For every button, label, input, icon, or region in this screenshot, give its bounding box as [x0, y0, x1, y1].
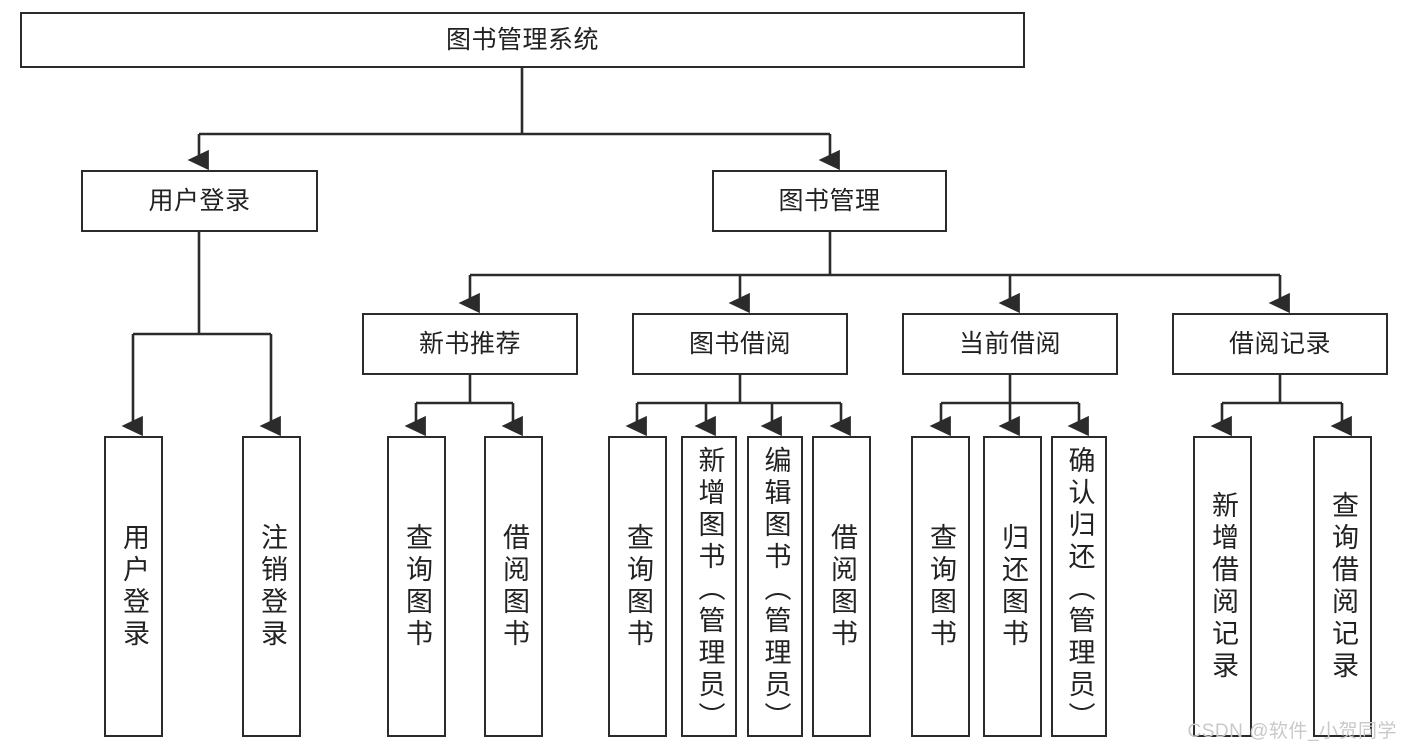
- node-root-label: 图书管理系统: [445, 25, 599, 54]
- node-leaf-edit-book-label: 编辑图书（管理员）: [760, 446, 791, 734]
- node-leaf-query-book-2-label: 查询图书: [623, 522, 653, 651]
- node-leaf-query-book-1-label: 查询图书: [402, 522, 432, 651]
- node-borrow-record-label: 借阅记录: [1228, 329, 1331, 358]
- node-leaf-borrow-book-2[interactable]: 借阅图书: [812, 436, 871, 737]
- csdn-watermark: CSDN @软件_小贺同学: [1187, 721, 1397, 742]
- node-leaf-edit-book[interactable]: 编辑图书（管理员）: [747, 436, 803, 737]
- node-root-system[interactable]: 图书管理系统: [20, 12, 1025, 68]
- node-leaf-add-record-label: 新增借阅记录: [1208, 490, 1238, 683]
- node-leaf-query-book-1[interactable]: 查询图书: [387, 436, 446, 737]
- node-leaf-borrow-book-2-label: 借阅图书: [827, 522, 857, 651]
- node-user-login-label: 用户登录: [148, 186, 251, 215]
- node-book-borrow-label: 图书借阅: [688, 329, 791, 358]
- node-leaf-query-record[interactable]: 查询借阅记录: [1313, 436, 1372, 737]
- node-leaf-add-record[interactable]: 新增借阅记录: [1193, 436, 1252, 737]
- node-leaf-borrow-book-1[interactable]: 借阅图书: [484, 436, 543, 737]
- node-leaf-query-book-3-label: 查询图书: [926, 522, 956, 651]
- node-leaf-query-record-label: 查询借阅记录: [1328, 490, 1358, 683]
- node-new-book-recommend-label: 新书推荐: [418, 329, 521, 358]
- node-user-login[interactable]: 用户登录: [81, 170, 318, 232]
- node-leaf-user-logout-label: 注销登录: [257, 522, 287, 651]
- node-leaf-user-login[interactable]: 用户登录: [104, 436, 163, 737]
- node-book-manage-label: 图书管理: [778, 186, 881, 215]
- node-current-borrow-label: 当前借阅: [958, 329, 1061, 358]
- node-leaf-confirm-return-label: 确认归还（管理员）: [1064, 446, 1095, 734]
- node-leaf-user-logout[interactable]: 注销登录: [242, 436, 301, 737]
- node-leaf-return-book-label: 归还图书: [998, 522, 1028, 651]
- node-leaf-add-book-label: 新增图书（管理员）: [694, 446, 725, 734]
- node-leaf-return-book[interactable]: 归还图书: [983, 436, 1042, 737]
- node-leaf-user-login-label: 用户登录: [119, 522, 149, 651]
- node-leaf-query-book-2[interactable]: 查询图书: [608, 436, 667, 737]
- node-leaf-borrow-book-1-label: 借阅图书: [499, 522, 529, 651]
- node-current-borrow[interactable]: 当前借阅: [902, 313, 1118, 375]
- node-book-borrow[interactable]: 图书借阅: [632, 313, 848, 375]
- node-borrow-record[interactable]: 借阅记录: [1172, 313, 1388, 375]
- node-new-book-recommend[interactable]: 新书推荐: [362, 313, 578, 375]
- node-book-manage[interactable]: 图书管理: [712, 170, 947, 232]
- node-leaf-query-book-3[interactable]: 查询图书: [911, 436, 970, 737]
- node-leaf-confirm-return[interactable]: 确认归还（管理员）: [1051, 436, 1107, 737]
- node-leaf-add-book[interactable]: 新增图书（管理员）: [681, 436, 737, 737]
